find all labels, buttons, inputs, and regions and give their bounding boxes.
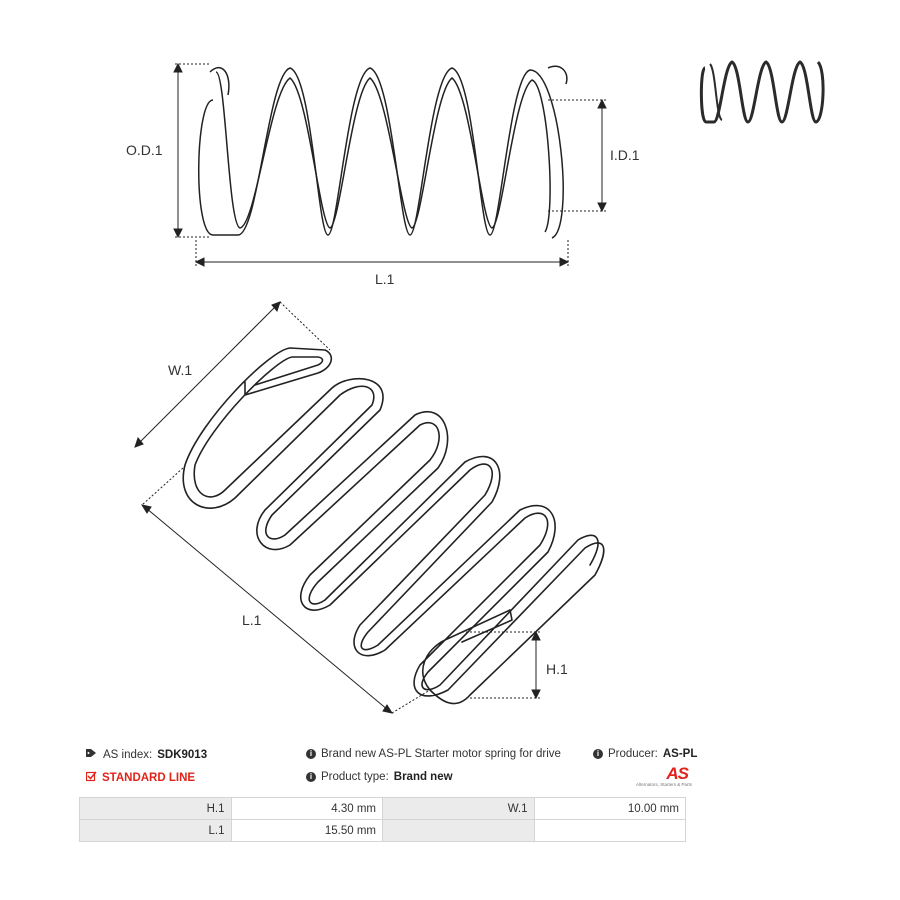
info-icon: i xyxy=(306,772,316,782)
side-view-spring xyxy=(198,65,568,239)
tag-icon xyxy=(86,748,98,761)
as-index-label: AS index: xyxy=(103,748,153,761)
spec-value: 15.50 mm xyxy=(230,819,383,842)
iso-dimensions xyxy=(134,301,541,714)
side-view-coil-inner xyxy=(215,71,551,233)
as-index: AS index: SDK9013 xyxy=(86,748,207,761)
width-dimension-label: W.1 xyxy=(168,362,192,378)
side-length-dimension-label: L.1 xyxy=(375,271,395,287)
height-dimension-label: H.1 xyxy=(546,661,568,677)
product-description-text: Brand new AS-PL Starter motor spring for… xyxy=(321,748,561,760)
iso-coil-outer xyxy=(182,347,605,705)
product-type: i Product type: Brand new xyxy=(306,771,453,783)
od-dimension-label: O.D.1 xyxy=(126,142,163,158)
id-dimension-label: I.D.1 xyxy=(610,147,640,163)
spec-label: L.1 xyxy=(79,819,232,842)
product-type-label: Product type: xyxy=(321,771,389,783)
spec-value: 10.00 mm xyxy=(533,797,686,820)
spec-value: 4.30 mm xyxy=(230,797,383,820)
product-description: i Brand new AS-PL Starter motor spring f… xyxy=(306,748,561,760)
checkbox-icon xyxy=(85,771,97,785)
info-icon: i xyxy=(306,749,316,759)
spring-photo-thumbnail xyxy=(699,60,825,124)
logo-tagline: Alternators, Starters & Parts xyxy=(636,782,693,787)
producer: i Producer: AS-PL xyxy=(593,748,697,760)
spec-label: W.1 xyxy=(382,797,535,820)
spec-label: H.1 xyxy=(79,797,232,820)
logo-mark: AS xyxy=(666,764,689,783)
spring-drawing: O.D.1 I.D.1 L.1 W.1 L.1 H.1 xyxy=(126,60,825,714)
table-row: L.1 15.50 mm xyxy=(79,819,686,842)
spec-label xyxy=(382,819,535,842)
specs-table: H.1 4.30 mm W.1 10.00 mm L.1 15.50 mm xyxy=(79,797,686,842)
as-index-value: SDK9013 xyxy=(157,748,208,761)
standard-line-text: STANDARD LINE xyxy=(102,772,196,784)
isometric-spring xyxy=(182,347,605,705)
product-type-value: Brand new xyxy=(393,771,453,783)
info-icon: i xyxy=(593,749,603,759)
side-view-coil-outline xyxy=(198,67,564,239)
iso-length-dimension-label: L.1 xyxy=(242,612,262,628)
as-logo: AS Alternators, Starters & Parts xyxy=(636,764,693,794)
spec-value xyxy=(533,819,686,842)
iso-coil-inner xyxy=(193,356,599,691)
table-row: H.1 4.30 mm W.1 10.00 mm xyxy=(79,797,686,820)
producer-label: Producer: xyxy=(608,748,658,760)
side-view-dimensions xyxy=(173,62,607,267)
standard-line-badge: STANDARD LINE xyxy=(85,771,196,785)
producer-value: AS-PL xyxy=(662,748,698,760)
